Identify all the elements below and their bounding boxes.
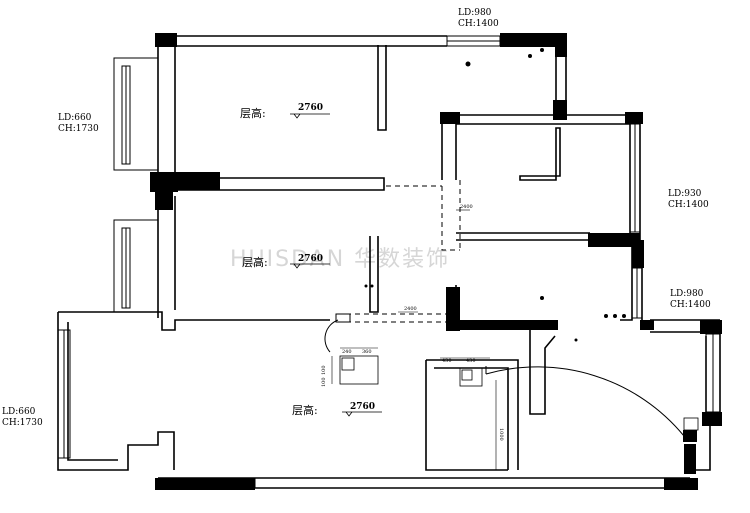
door-arcs: [324, 313, 685, 437]
svg-text:CH:1730: CH:1730: [58, 124, 99, 134]
room-height-living: 层高: 2760: [292, 402, 382, 417]
svg-text:LD:660: LD:660: [2, 407, 36, 417]
svg-text:2760: 2760: [298, 254, 323, 264]
svg-text:LD:980: LD:980: [670, 289, 704, 299]
svg-text:层高:: 层高:: [240, 106, 266, 120]
svg-text:CH:1400: CH:1400: [670, 300, 711, 310]
svg-text:层高:: 层高:: [292, 403, 318, 417]
svg-text:2760: 2760: [298, 103, 323, 113]
svg-text:CH:1730: CH:1730: [2, 418, 43, 428]
svg-text:层高:: 层高:: [242, 255, 268, 269]
room-height-bedroom-1: 层高: 2760: [240, 103, 330, 120]
svg-text:CH:1400: CH:1400: [668, 200, 709, 210]
room-height-bedroom-2: 层高: 2760: [242, 254, 330, 269]
svg-text:2760: 2760: [350, 402, 375, 412]
svg-text:LD:980: LD:980: [458, 8, 492, 18]
window-note-right-bedroom: LD:930 CH:1400: [668, 189, 709, 210]
svg-text:CH:1400: CH:1400: [458, 19, 499, 29]
dim-b1: 430: [442, 358, 452, 364]
dim-v3: 1000: [498, 428, 504, 441]
window-note-right-lower: LD:980 CH:1400: [670, 289, 711, 310]
svg-text:LD:660: LD:660: [58, 113, 92, 123]
wall-blocks: [150, 33, 722, 490]
fixtures: [339, 355, 699, 431]
dim-v2: 100: [321, 377, 327, 387]
dots: [364, 48, 688, 434]
corridor-lines: [346, 180, 461, 323]
dim-b2: 430: [466, 358, 476, 364]
dim-v1: 100: [321, 365, 327, 375]
windows: [57, 35, 721, 489]
dim-hall-bottom: 2400: [404, 306, 417, 312]
watermark: HUISDAN 华数装饰: [230, 247, 450, 272]
dim-a2: 360: [362, 349, 372, 355]
dim-a1: 240: [342, 349, 352, 355]
dim-hall-top: 2400: [460, 204, 473, 210]
window-note-left-upper: LD:660 CH:1730: [58, 113, 99, 134]
svg-text:LD:930: LD:930: [668, 189, 702, 199]
window-note-left-lower: LD:660 CH:1730: [2, 407, 43, 428]
window-note-top: LD:980 CH:1400: [458, 8, 499, 29]
dimension-lines: [331, 209, 497, 470]
